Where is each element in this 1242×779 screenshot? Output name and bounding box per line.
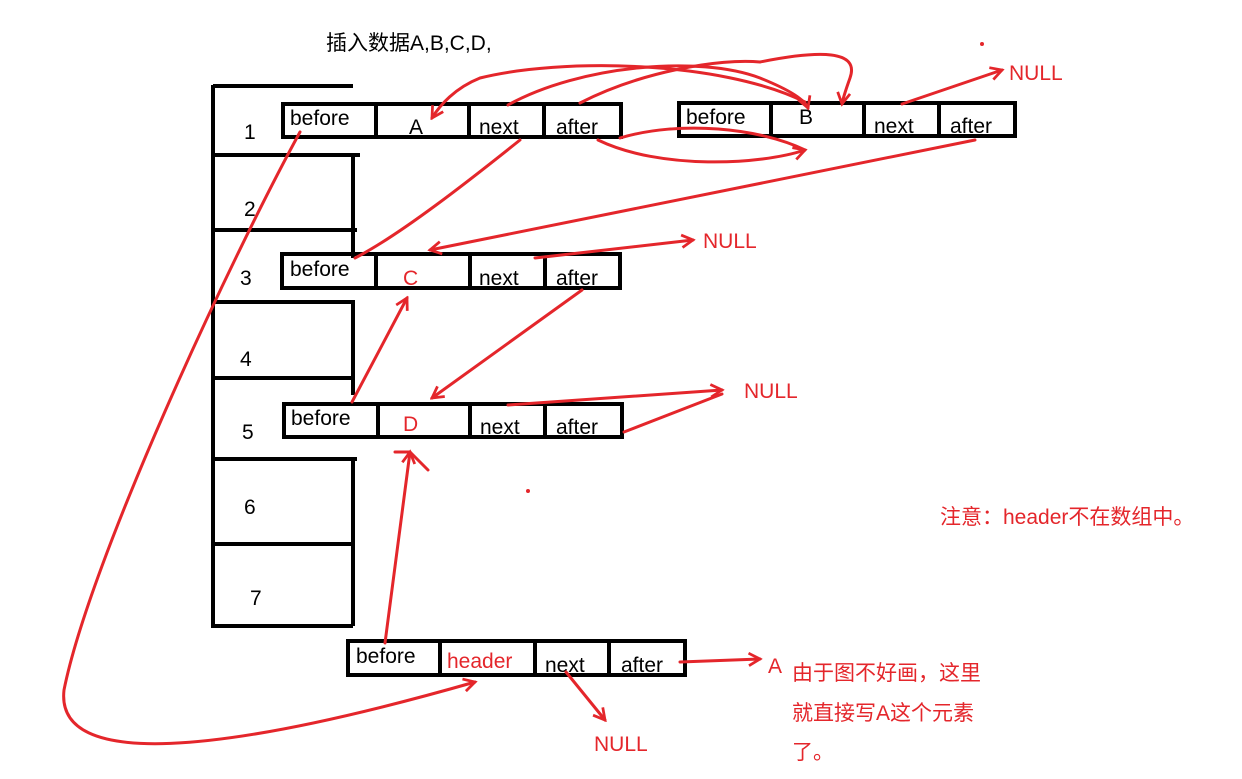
arrow-b-before-to-a <box>430 64 807 118</box>
node-c-after: after <box>556 267 598 290</box>
explanation-line-1: 由于图不好画，这里 <box>792 662 981 685</box>
explanation-line-3: 了。 <box>792 741 834 764</box>
header-after-target: A <box>768 655 782 678</box>
arrow-header-next-to-null <box>564 670 605 720</box>
node-a-before: before <box>290 107 350 130</box>
node-c-next: next <box>479 267 519 290</box>
array-index-4: 4 <box>240 348 252 371</box>
arrow-d-next-to-null <box>506 390 722 407</box>
node-d-next: next <box>480 416 520 439</box>
node-b-value: B <box>799 106 813 129</box>
diagram-title: 插入数据A,B,C,D, <box>326 32 492 55</box>
node-b: before B next after <box>677 101 1017 138</box>
arrow-b-next-to-null <box>900 70 1002 106</box>
arrow-header-after-to-a <box>678 659 760 662</box>
arrow-a-next-to-b <box>506 64 808 108</box>
explanation-line-2: 就直接写A这个元素 <box>792 702 974 725</box>
arrow-a-after-to-b <box>596 138 805 164</box>
note-text: 注意：header不在数组中。 <box>940 506 1194 529</box>
node-b-next: next <box>874 115 914 138</box>
node-d-value: D <box>403 413 418 436</box>
array-index-6: 6 <box>244 496 256 519</box>
node-c: before C next after <box>280 252 622 290</box>
array-index-labels: 1 2 3 4 5 6 7 <box>240 121 262 610</box>
arrow-d-before-to-c <box>350 298 407 404</box>
array-index-5: 5 <box>242 421 254 444</box>
node-b-before: before <box>686 106 746 129</box>
node-header: before header next after <box>346 639 687 677</box>
node-d-before: before <box>291 407 351 430</box>
arrow-b-loop <box>578 52 853 104</box>
pointer-arrows <box>62 52 1002 746</box>
array-index-2: 2 <box>244 198 256 221</box>
array-index-3: 3 <box>240 267 252 290</box>
arrow-c-before-to-a <box>353 138 522 260</box>
stray-dot <box>526 489 530 493</box>
hash-array <box>211 84 360 628</box>
node-c-value: C <box>403 267 418 290</box>
array-index-1: 1 <box>244 121 256 144</box>
node-a-value: A <box>409 116 423 139</box>
null-label-header-next: NULL <box>594 733 648 756</box>
null-label-b-next: NULL <box>1009 62 1063 85</box>
node-a: before A next after <box>281 102 623 139</box>
arrow-c-next-to-null <box>533 240 693 260</box>
node-header-after: after <box>621 654 663 677</box>
null-label-c-next: NULL <box>703 230 757 253</box>
node-a-after: after <box>556 116 598 139</box>
node-header-next: next <box>545 654 585 677</box>
null-label-d-next: NULL <box>744 380 798 403</box>
node-b-after: after <box>950 115 992 138</box>
stray-dot <box>980 42 984 46</box>
node-a-next: next <box>479 116 519 139</box>
arrow-d-after-to-null <box>622 392 724 434</box>
node-d-after: after <box>556 416 598 439</box>
node-c-before: before <box>290 258 350 281</box>
arrow-header-before-to-d <box>383 452 410 645</box>
arrow-b-after-to-c <box>430 138 977 250</box>
node-d: before D next after <box>282 402 624 439</box>
node-header-before: before <box>356 645 416 668</box>
arrow-c-after-to-d <box>432 288 584 398</box>
arrow-a-before-to-header <box>62 130 475 746</box>
node-header-value: header <box>447 650 512 673</box>
array-index-7: 7 <box>250 587 262 610</box>
